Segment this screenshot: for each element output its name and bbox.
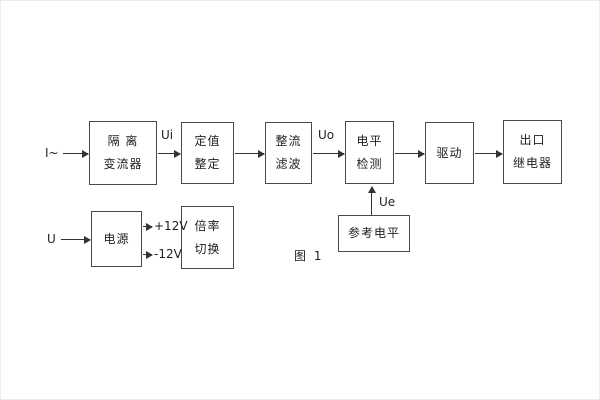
block-isolation-transformer: 隔 离 变流器 <box>89 121 157 185</box>
label-input-voltage: U <box>47 232 56 246</box>
block-setpoint-line2: 整定 <box>194 157 221 171</box>
arrow-isolation-to-setpoint <box>158 150 181 158</box>
arrow-drive-to-relay <box>475 150 503 158</box>
arrow-setpoint-to-rectify <box>235 150 265 158</box>
arrow-reference-to-level <box>367 186 376 215</box>
block-rectify-line1: 整流 <box>275 134 302 149</box>
label-ui: Ui <box>161 128 174 142</box>
label-uo: Uo <box>318 128 335 142</box>
block-setpoint-setting: 定值 整定 <box>181 122 234 184</box>
block-level-line2: 检测 <box>356 156 383 171</box>
arrow-power-minus12 <box>143 251 153 259</box>
block-relay-line1: 出口 <box>519 133 546 148</box>
arrow-level-to-drive <box>395 150 425 158</box>
block-rectify-line2: 滤波 <box>275 157 302 171</box>
label-input-current: I~ <box>45 146 59 160</box>
block-relay-line2: 继电器 <box>512 156 552 170</box>
block-reference-line1: 参考电平 <box>347 226 400 241</box>
block-reference-level: 参考电平 <box>338 215 410 252</box>
block-drive: 驱动 <box>425 122 474 184</box>
block-level-line1: 电平 <box>356 133 383 148</box>
block-multiplier-line2: 切换 <box>194 241 221 256</box>
figure-caption: 图 1 <box>294 249 324 263</box>
arrow-i-to-isolation <box>63 150 89 158</box>
label-plus-12v: +12V <box>154 219 188 233</box>
block-level-detect: 电平 检测 <box>345 121 394 184</box>
block-power-line1: 电源 <box>103 231 130 246</box>
arrow-power-plus12 <box>143 223 153 231</box>
block-setpoint-line1: 定值 <box>194 134 221 149</box>
block-output-relay: 出口 继电器 <box>503 120 562 184</box>
block-multiplier-line1: 倍率 <box>194 218 221 233</box>
label-ue: Ue <box>379 195 396 209</box>
arrow-rectify-to-level <box>313 150 345 158</box>
block-power-supply: 电源 <box>91 211 142 267</box>
block-isolation-line2: 变流器 <box>103 157 143 171</box>
block-multiplier-switch: 倍率 切换 <box>181 206 234 269</box>
block-isolation-line1: 隔 离 <box>107 134 139 149</box>
arrow-u-to-power <box>61 236 91 244</box>
block-drive-line1: 驱动 <box>436 145 463 160</box>
block-rectifier-filter: 整流 滤波 <box>265 122 312 184</box>
label-minus-12v: -12V <box>154 247 182 261</box>
